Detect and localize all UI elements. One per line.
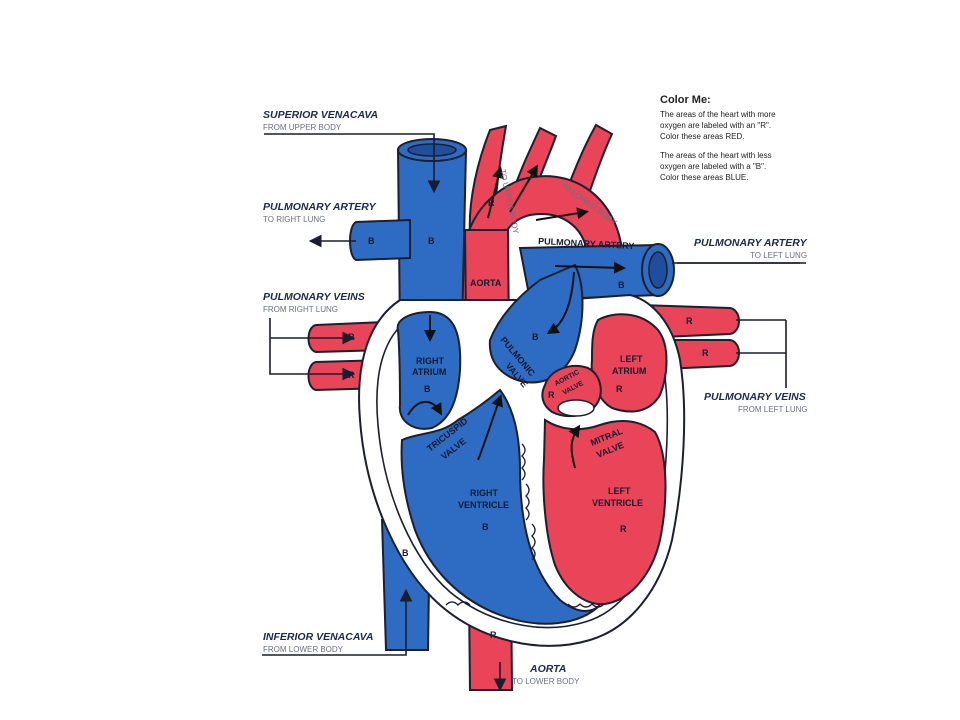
- right-atrium: [396, 310, 462, 430]
- left-atrium: [590, 313, 668, 413]
- pulmonary-trunk: [488, 263, 584, 384]
- label-pulmonary-artery-right-sub: TO RIGHT LUNG: [263, 215, 325, 224]
- label-right-atrium-2: ATRIUM: [412, 367, 446, 377]
- marker-b-right-ventricle: B: [482, 522, 489, 532]
- label-superior-venacava: SUPERIOR VENACAVA: [263, 109, 378, 121]
- inner-labels: TO UPPER BODY TO LOWER BODY PULMONARY AR…: [412, 169, 646, 510]
- marker-b-pa-right: B: [368, 236, 375, 246]
- label-left-atrium-2: ATRIUM: [612, 366, 646, 376]
- label-superior-venacava-sub: FROM UPPER BODY: [263, 123, 342, 132]
- color-me-red-instructions: The areas of the heart with more oxygen …: [660, 110, 776, 141]
- label-inferior-venacava-sub: FROM LOWER BODY: [263, 645, 344, 654]
- marker-r-left-ventricle: R: [620, 524, 627, 534]
- marker-r-pv-right-upper: R: [348, 332, 355, 342]
- marker-r-aorta-desc: R: [490, 630, 497, 640]
- pulmonary-artery-right-branch: [349, 218, 411, 262]
- color-me-title: Color Me:: [660, 94, 711, 106]
- label-inferior-venacava: INFERIOR VENACAVA: [263, 631, 373, 643]
- marker-b-pulmonary-trunk: B: [532, 332, 539, 342]
- label-pulmonary-veins-right: PULMONARY VEINS: [263, 291, 365, 303]
- label-pulmonary-artery-right: PULMONARY ARTERY: [263, 201, 377, 213]
- label-pulmonary-veins-left: PULMONARY VEINS: [704, 391, 806, 403]
- color-markers: B B B B B B B R R R R R R R R R: [348, 198, 709, 640]
- marker-b-svc: B: [428, 236, 435, 246]
- label-pulmonary-veins-left-sub: FROM LEFT LUNG: [738, 405, 808, 414]
- marker-r-pv-right-lower: R: [348, 370, 355, 380]
- marker-r-pv-left-upper: R: [686, 316, 693, 326]
- label-aorta-bottom-sub: TO LOWER BODY: [512, 677, 580, 686]
- marker-b-ivc: B: [402, 548, 409, 558]
- marker-r-aorta: R: [488, 198, 495, 208]
- label-right-atrium-1: RIGHT: [416, 356, 445, 366]
- marker-r-aorta-root: R: [548, 390, 555, 400]
- label-right-ventricle-1: RIGHT: [470, 488, 499, 498]
- color-me-note: Color Me: The areas of the heart with mo…: [660, 94, 830, 191]
- label-aorta-bottom: AORTA: [529, 663, 566, 675]
- label-pulmonary-artery-left: PULMONARY ARTERY: [694, 237, 808, 249]
- label-left-ventricle-2: VENTRICLE: [592, 498, 643, 508]
- outer-labels: SUPERIOR VENACAVA FROM UPPER BODY PULMON…: [263, 109, 808, 686]
- label-pulmonary-veins-right-sub: FROM RIGHT LUNG: [263, 305, 338, 314]
- marker-b-pa-left: B: [618, 280, 625, 290]
- color-me-blue-instructions: The areas of the heart with less oxygen …: [660, 151, 772, 182]
- label-left-ventricle-1: LEFT: [608, 486, 631, 496]
- right-ventricle: [400, 388, 601, 625]
- label-left-atrium-1: LEFT: [620, 354, 643, 364]
- marker-b-right-atrium: B: [424, 384, 431, 394]
- aortic-valve-cusp: [557, 399, 595, 417]
- label-pulmonary-artery-left-sub: TO LEFT LUNG: [750, 251, 807, 260]
- label-right-ventricle-2: VENTRICLE: [458, 500, 509, 510]
- marker-r-pv-left-lower: R: [702, 348, 709, 358]
- flow-arrows: [407, 164, 626, 469]
- marker-r-left-atrium: R: [616, 384, 623, 394]
- leader-lines: [262, 133, 806, 692]
- label-aorta-inner: AORTA: [470, 278, 502, 288]
